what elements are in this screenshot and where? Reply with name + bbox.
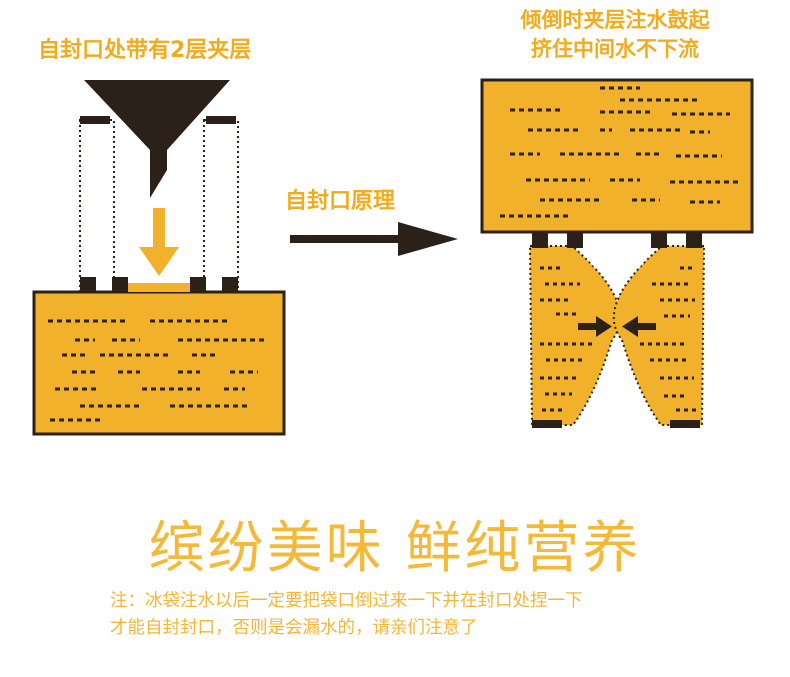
right-swollen-sleeve: [613, 245, 706, 426]
transition-arrow-icon: [290, 222, 458, 256]
sleeve-dashes: [540, 266, 696, 412]
left-diagram-label: 自封口处带有2层夹层: [38, 38, 252, 63]
funnel-icon: [84, 80, 230, 198]
right-seal-block-2: [222, 277, 238, 293]
inverted-bag-illustration: [480, 78, 754, 428]
right-seal-block-1: [190, 277, 206, 293]
right-label-line-1: 倾倒时夹层注水鼓起: [520, 8, 710, 32]
usage-note-line-2: 才能自封封口，否则是会漏水的，请亲们注意了: [110, 618, 478, 638]
left-seal-block-2: [112, 277, 128, 293]
right-label-line-2: 挤住中间水不下流: [531, 37, 699, 61]
usage-note-line-1: 注：冰袋注水以后一定要把袋口倒过来一下并在封口处捏一下: [110, 591, 583, 611]
pour-arrow-head: [139, 247, 179, 276]
blocked-flow-arrows: [587, 246, 647, 276]
headline-slogan: 缤纷美味 鲜纯营养: [148, 516, 642, 581]
bag-opening-water: [128, 283, 190, 292]
water-dashes-left: [48, 319, 268, 422]
right-sleeve-cap: [206, 116, 236, 124]
water-dashes-right: [500, 86, 740, 218]
usage-note: 注：冰袋注水以后一定要把袋口倒过来一下并在封口处捏一下 才能自封封口，否则是会漏…: [110, 588, 583, 642]
right-sleeve-outer: [203, 119, 239, 293]
right-seal-block-b: [567, 232, 583, 248]
left-sleeve-outer: [79, 119, 115, 293]
right-seal-block-a: [532, 232, 548, 248]
pour-arrow-shaft: [153, 208, 165, 252]
left-seal-block-1: [80, 277, 96, 293]
left-sleeve-cap: [80, 116, 110, 124]
left-swollen-sleeve: [528, 245, 621, 426]
right-diagram-label: 倾倒时夹层注水鼓起 挤住中间水不下流: [490, 6, 740, 64]
right-sleeve-foot: [670, 420, 700, 428]
upright-bag-illustration: [32, 80, 286, 436]
squeeze-arrows-icon: [578, 316, 656, 337]
right-seal-block-c: [651, 232, 667, 248]
inverted-bag-water-body: [480, 78, 754, 234]
bag-water-body: [32, 290, 286, 436]
principle-label: 自封口原理: [285, 189, 396, 214]
left-sleeve-foot: [532, 420, 562, 428]
right-seal-block-d: [686, 232, 702, 248]
